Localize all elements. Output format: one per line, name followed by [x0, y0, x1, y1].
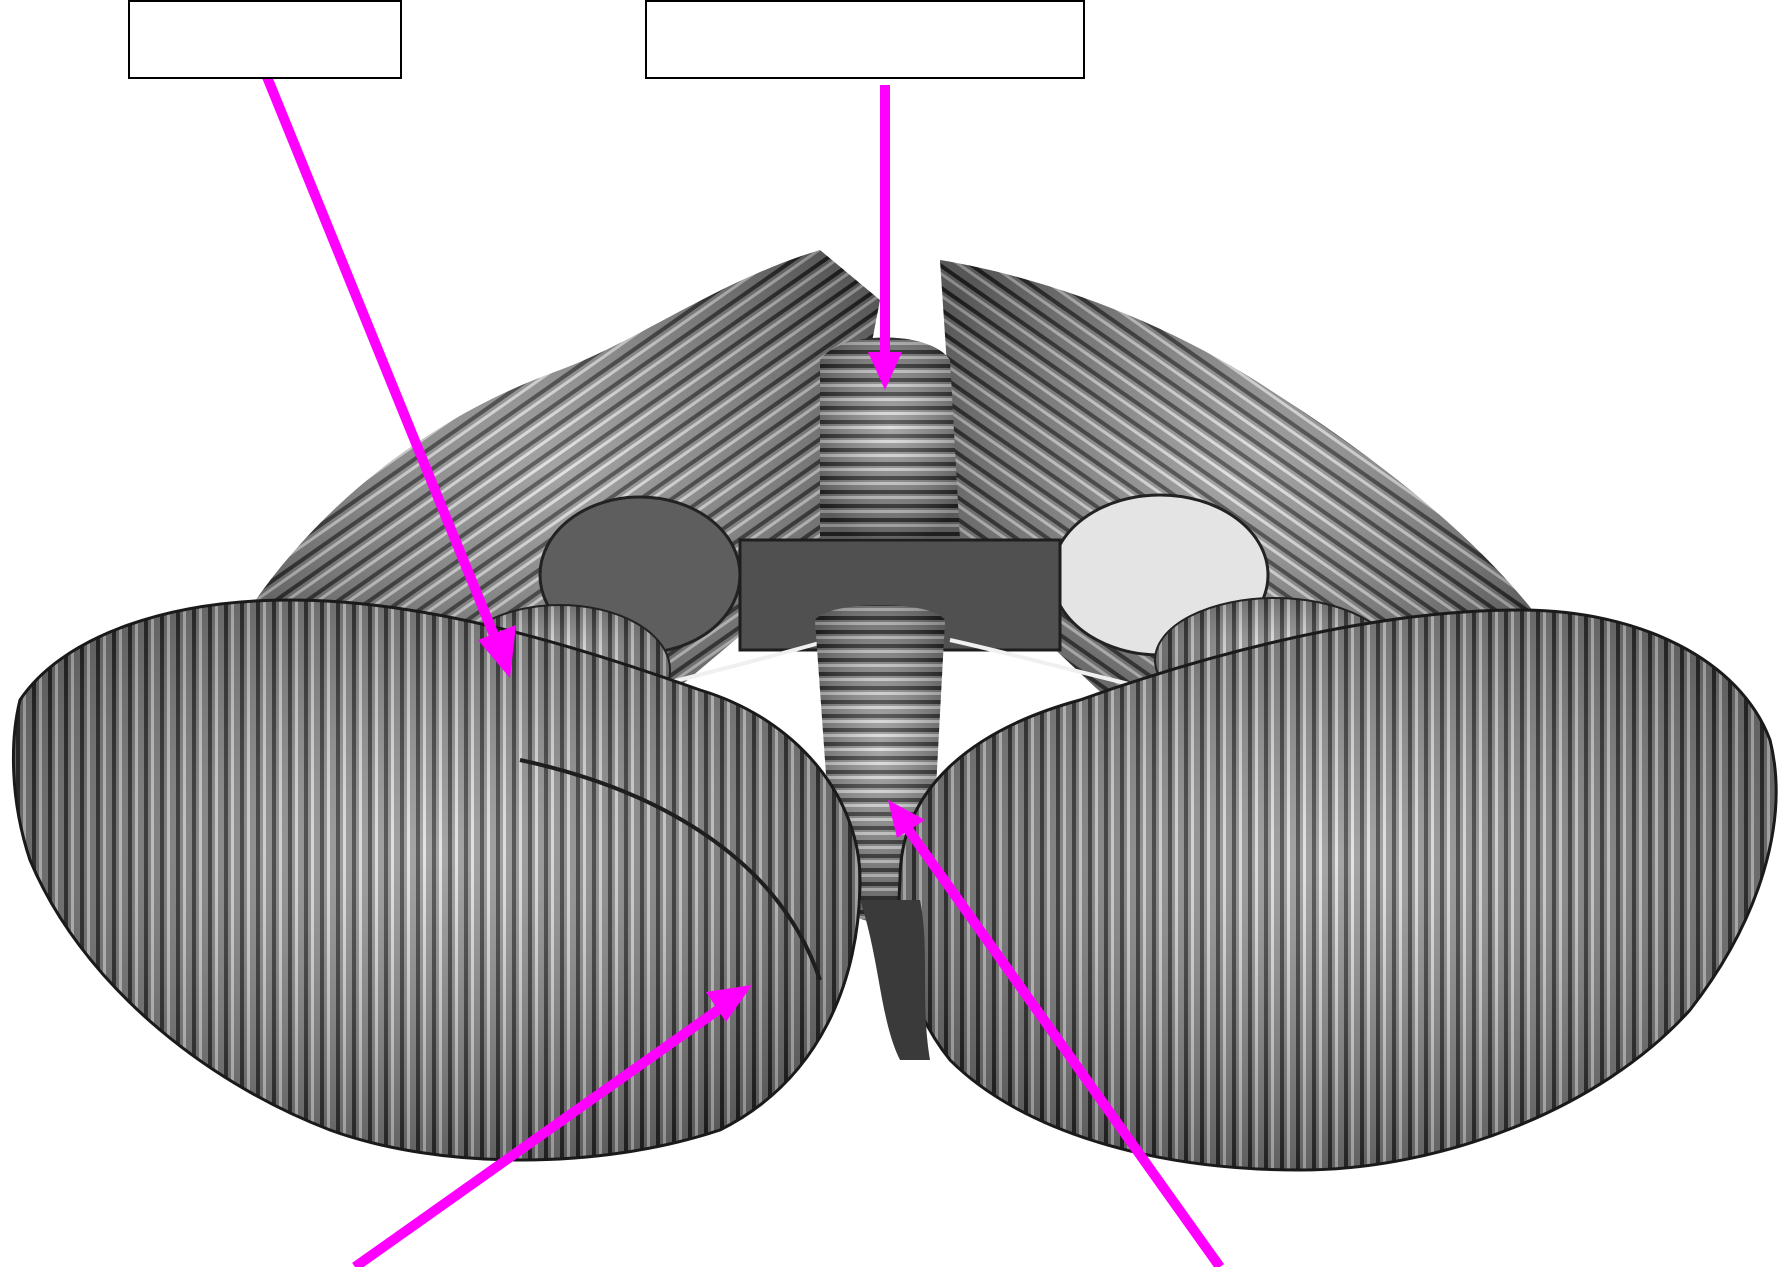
label-box-1[interactable]: [128, 0, 402, 79]
posterior-notch-tonsils: [860, 900, 930, 1060]
left-hemisphere: [13, 600, 860, 1160]
right-hemisphere: [899, 610, 1776, 1170]
label-box-2[interactable]: [645, 0, 1085, 79]
